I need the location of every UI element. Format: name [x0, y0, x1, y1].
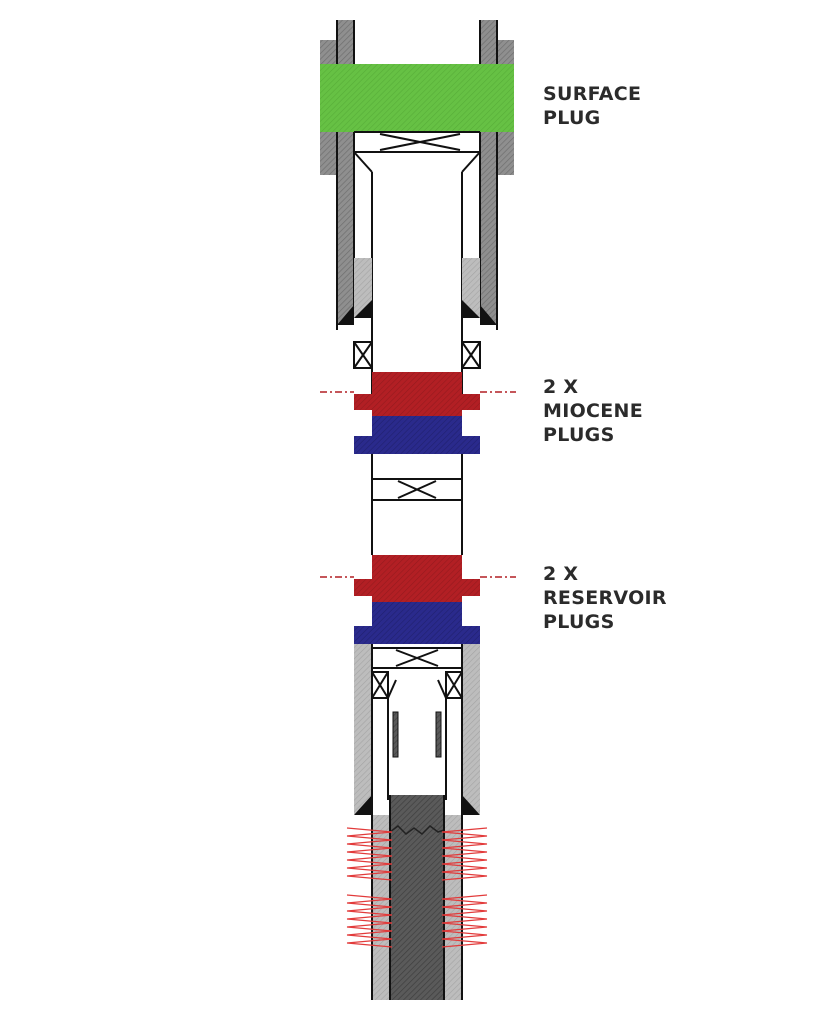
lower-packer: [371, 647, 463, 699]
mid-casing: [371, 454, 463, 555]
label-miocene-line1: 2 X: [543, 376, 578, 398]
label-reservoir-line3: PLUGS: [543, 611, 615, 633]
label-reservoir-line2: RESERVOIR: [543, 587, 667, 609]
label-miocene-plugs: 2 X MIOCENE PLUGS: [543, 376, 643, 446]
reservoir-plugs: [320, 555, 516, 644]
label-reservoir-line1: 2 X: [543, 563, 578, 585]
perforation-mark: [346, 827, 393, 881]
surface-plug: [320, 64, 514, 132]
miocene-plugs: [320, 372, 516, 454]
lower-casing: [354, 644, 480, 815]
label-surface-line1: SURFACE: [543, 83, 641, 105]
label-surface-line2: PLUG: [543, 107, 601, 129]
label-miocene-line3: PLUGS: [543, 424, 615, 446]
label-surface-plug: SURFACE PLUG: [543, 83, 641, 129]
label-miocene-line2: MIOCENE: [543, 400, 643, 422]
reservoir-section: [371, 795, 463, 1000]
perforation-mark: [441, 827, 488, 881]
label-reservoir-plugs: 2 X RESERVOIR PLUGS: [543, 563, 667, 633]
surface-packer: [354, 131, 480, 153]
production-tubing: [387, 679, 447, 800]
liner-hanger-upper: [353, 341, 481, 369]
perforations: [346, 827, 488, 948]
perforation-mark: [441, 894, 488, 948]
perforation-mark: [346, 894, 393, 948]
